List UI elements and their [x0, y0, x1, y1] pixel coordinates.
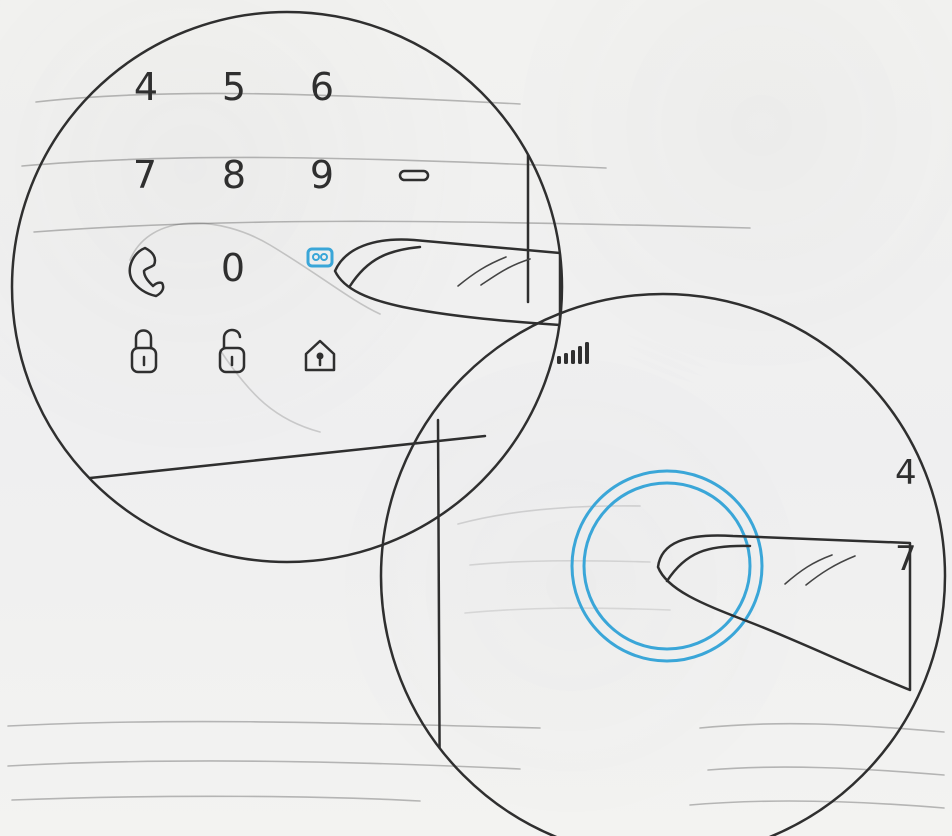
key-9-label: 9 — [310, 153, 334, 197]
key-5-label: 5 — [222, 65, 246, 109]
edge-key-7-label: 7 — [895, 539, 917, 579]
left-magnified-interior: 4 5 6 7 8 9 0 — [90, 65, 560, 478]
key-8-label: 8 — [222, 153, 246, 197]
lock-open-icon — [220, 330, 244, 372]
house-lock-icon — [306, 341, 334, 370]
phone-icon — [130, 248, 163, 296]
dash-icon — [400, 171, 428, 180]
left-finger-icon — [335, 240, 560, 325]
key-7-label: 7 — [133, 153, 157, 197]
key-0-label: 0 — [221, 246, 245, 290]
right-magnified-button: 4 7 — [381, 294, 945, 836]
key-6-label: 6 — [310, 65, 334, 109]
edge-key-4-label: 4 — [895, 453, 917, 493]
right-magnified-interior: 4 7 — [438, 342, 917, 836]
right-finger-icon — [658, 535, 910, 690]
background-scan-lines — [8, 93, 944, 808]
key-4-label: 4 — [134, 65, 158, 109]
lock-closed-icon — [132, 331, 156, 373]
fingerprint-ring-inner — [584, 483, 750, 649]
fingerprint-ring-outer — [572, 471, 762, 661]
doorbell-icon — [308, 249, 332, 266]
signal-bars-icon — [557, 342, 589, 364]
